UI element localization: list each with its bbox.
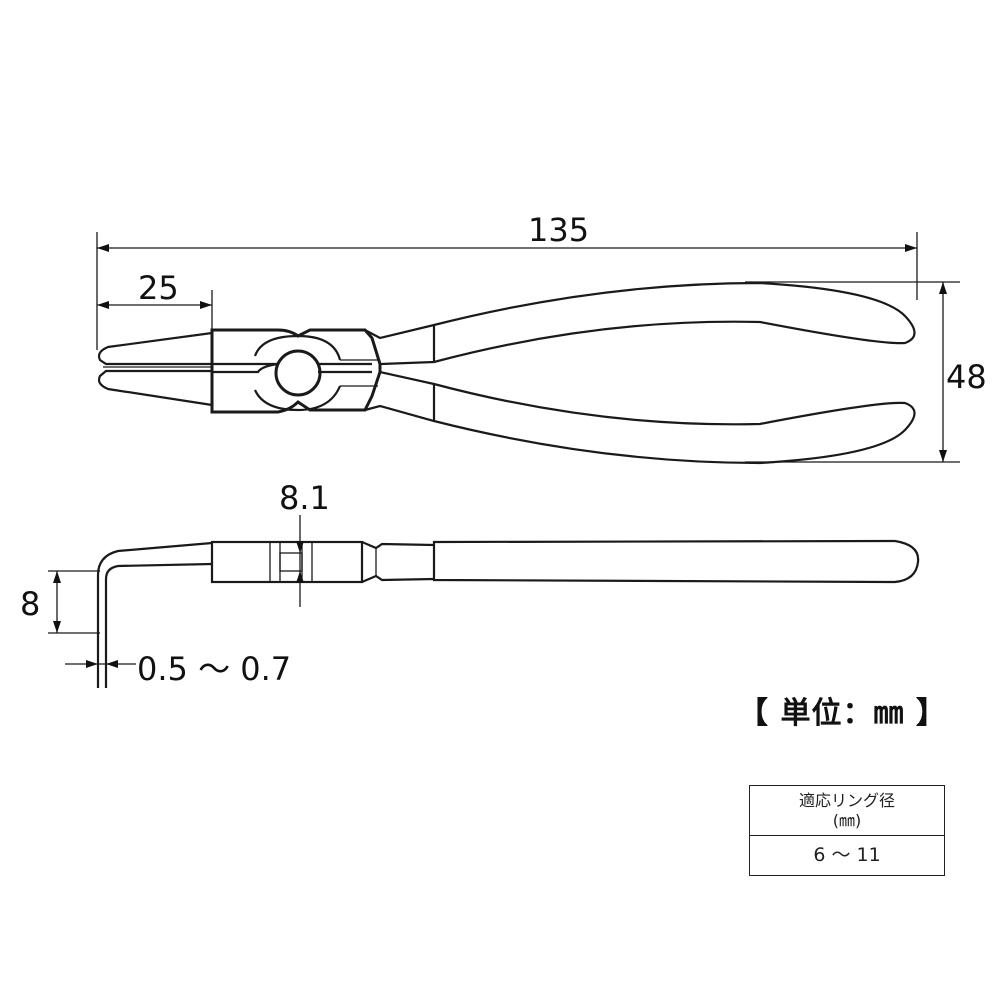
dimension-lines-side <box>48 515 304 668</box>
spec-table-value: 6 ～ 11 <box>813 844 881 866</box>
spec-header-line2: (㎜) <box>832 811 862 830</box>
upper-jaw <box>97 331 213 366</box>
bent-tip <box>96 541 213 688</box>
side-view-plier <box>96 539 920 688</box>
pivot-hole <box>274 349 322 397</box>
dim-jaw-length: 25 <box>138 269 179 307</box>
lower-handle <box>364 370 916 465</box>
spec-table-header: 適応リング径 (㎜) <box>750 786 944 836</box>
dim-joint-thickness: 8.1 <box>279 479 330 517</box>
spec-header-line1: 適応リング径 <box>798 791 895 810</box>
side-handle <box>432 539 920 584</box>
dim-overall-length: 135 <box>528 211 589 249</box>
dim-handle-span: 48 <box>946 358 987 396</box>
dim-tip-length: 8 <box>20 585 40 623</box>
unit-label: 【 単位：㎜ 】 <box>738 696 947 731</box>
top-view-plier <box>97 281 916 465</box>
dimension-lines-top <box>96 232 960 463</box>
upper-handle <box>364 281 916 366</box>
dim-tip-diameter: 0.5 ～ 0.7 <box>137 650 291 688</box>
lower-jaw <box>97 369 213 407</box>
side-joint <box>210 540 364 584</box>
spec-table: 適応リング径 (㎜) 6 ～ 11 <box>749 785 945 876</box>
